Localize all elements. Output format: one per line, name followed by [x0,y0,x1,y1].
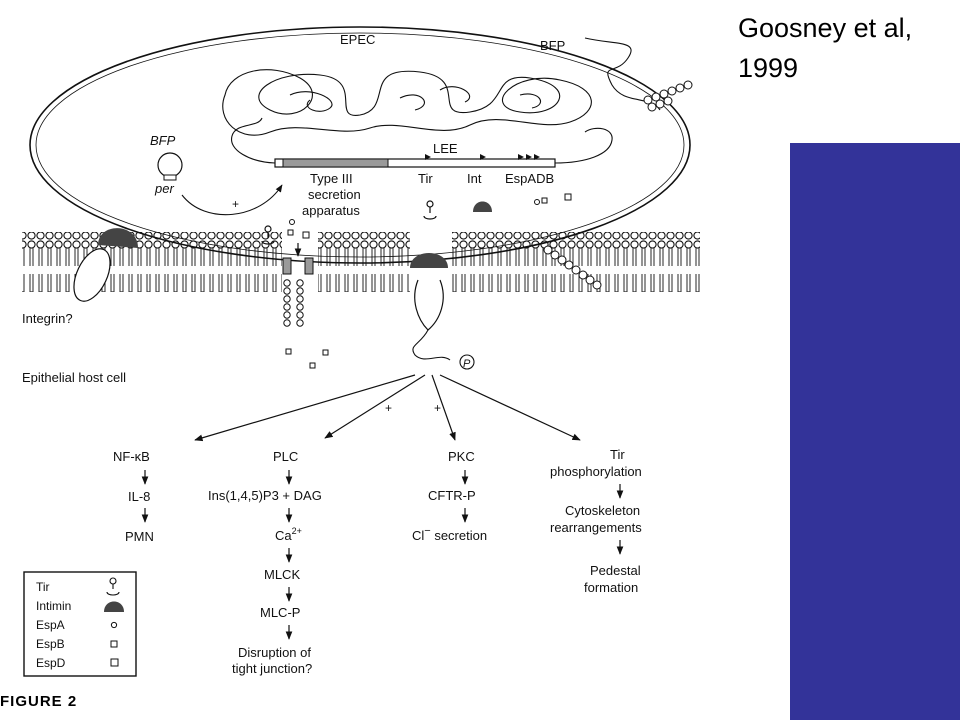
host-membrane [22,232,700,292]
plc-calcium: Ca2+ [275,526,302,543]
plc-step-4: MLC-P [260,605,300,620]
integrin-receptor [73,248,111,302]
plus-plc: + [385,401,392,415]
type3-channel [282,257,314,327]
plasmid-icon [157,152,183,178]
lee-label: LEE [433,141,458,156]
legend-espd: EspD [36,656,66,670]
legend-espb-icon [110,640,118,648]
legend: Tir Intimin EspA EspB EspD [23,571,137,677]
citation-authors: Goosney et al, [738,13,913,43]
tir-mid-2: rearrangements [550,520,642,535]
pathway-diagram: LEE Type III secretion apparatus Tir Int… [22,26,700,677]
tir-gene-label: Tir [418,171,433,186]
nfkb-step-1: IL-8 [128,489,150,504]
esp-icons-host [285,348,329,369]
pkc-head: PKC [448,449,475,464]
lee-strand-tail [554,127,613,164]
chromosome-dna-loop [289,86,542,112]
legend-espb: EspB [36,637,65,651]
pkc-step-1: CFTR-P [428,488,476,503]
tir-transmembrane [414,279,444,331]
type3-label: Type III [310,171,353,186]
per-label: per [154,181,174,196]
figure-label: FIGURE 2 [0,693,78,710]
intimin-icon-bacterium [473,201,492,212]
lee-region [274,154,556,168]
bfp-bundle-host [543,245,602,290]
tir-head-2: phosphorylation [550,464,642,479]
tir-icon-secreted [261,225,275,245]
legend-intimin-icon [104,601,124,612]
legend-tir-icon [106,577,120,596]
esp-icons-bacterium [534,193,572,205]
plasmid-gene [163,174,177,181]
legend-espa-icon [110,621,118,629]
plus-pkc: + [434,401,441,415]
intimin-tir-complex [410,253,448,268]
plc-step-3: MLCK [264,567,300,582]
bacterium-inner-membrane [35,32,685,258]
tir-mid-1: Cytoskeleton [565,503,640,518]
epec-label: EPEC [340,32,375,47]
blue-side-panel [790,143,960,720]
legend-espa: EspA [36,618,65,632]
intimin-surface-left [98,228,138,248]
secretion-label: secretion [308,187,361,202]
tir-icon-bacterium [423,200,437,220]
nfkb-head: NF-κB [113,449,150,464]
bfp-pilus-outside [584,37,661,111]
tir-tail [412,329,451,361]
bfp-outside-label: BFP [540,38,565,53]
nfkb-step-2: PMN [125,529,154,544]
esp-icons-secreted [287,219,310,239]
phospho-label: P [463,358,471,370]
host-cell-label: Epithelial host cell [22,370,126,385]
legend-espd-icon [110,658,119,667]
bfp-inside-label: BFP [150,133,176,148]
phospho-circle [459,354,475,370]
plc-head: PLC [273,449,298,464]
citation: Goosney et al, 1999 [738,8,958,88]
legend-tir: Tir [36,580,50,594]
plus-sign-bacterium: + [232,197,239,211]
plc-end-1: Disruption of [238,645,311,660]
bacterium-cell [29,26,691,264]
signal-arrows [194,374,581,442]
integrin-label: Integrin? [22,311,73,326]
plc-end-2: tight junction? [232,661,312,676]
apparatus-label: apparatus [302,203,360,218]
legend-intimin: Intimin [36,599,71,613]
pkc-step-2: Cl− secretion [412,525,487,543]
citation-year: 1999 [738,53,799,83]
int-gene-label: Int [467,171,482,186]
per-activation-arrow [181,184,283,216]
tir-end-2: formation [584,580,638,595]
lee-strand-lead [231,117,276,164]
tir-end-1: Pedestal [590,563,641,578]
tir-head-1: Tir [610,447,625,462]
esp-gene-label: EspADB [505,171,554,186]
bfp-bundle-outside [643,80,693,112]
plc-step-1: Ins(1,4,5)P3 + DAG [208,488,322,503]
chromosome-dna [222,69,592,136]
